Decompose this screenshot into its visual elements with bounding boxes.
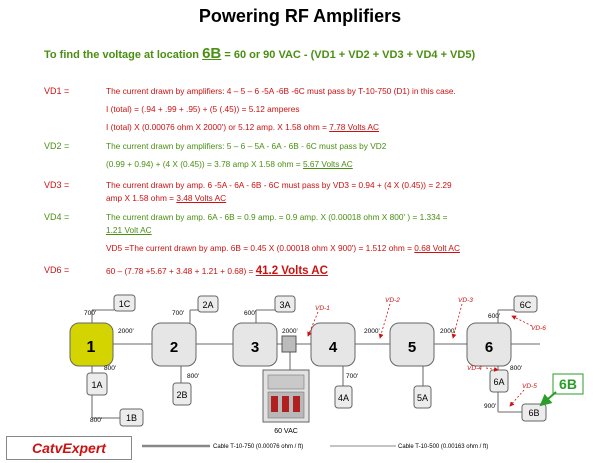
- amplifier-5: 5: [389, 322, 435, 367]
- vd-2-label: VD-2: [385, 297, 400, 304]
- callout-6b: 6B: [539, 373, 584, 407]
- amp-6-label: 6: [485, 339, 493, 356]
- amplifier-6: 6: [466, 322, 512, 367]
- distance-label: 800': [187, 373, 199, 380]
- vd4-result: 1.21 Volt AC: [106, 225, 152, 235]
- tap-1a: [86, 372, 108, 396]
- tap-4a: [334, 385, 353, 409]
- vd3-line1: The current drawn by amp. 6 -5A - 6A - 6…: [106, 180, 452, 190]
- subtitle-suffix: = 60 or 90 VAC - (VD1 + VD2 + VD3 + VD4 …: [224, 49, 476, 61]
- amplifier-4: 4: [310, 322, 356, 367]
- power-supply-label: 60 VAC: [274, 428, 298, 435]
- tap-1c-label: 1C: [119, 299, 131, 309]
- vd1-label: VD1 =: [44, 86, 70, 96]
- vd3-result: 3.48 Volts AC: [176, 193, 227, 203]
- distance-label: 700': [84, 310, 96, 317]
- amp-2-label: 2: [170, 339, 178, 356]
- catvexpert-logo: CatvExpert: [6, 436, 132, 460]
- distance-label: 600': [244, 310, 256, 317]
- vd3-line2-prefix: amp X 1.58 ohm =: [106, 193, 177, 203]
- logo-text: CatvExpert: [32, 440, 106, 456]
- vd5-result: 0.68 Volt AC: [414, 243, 460, 253]
- vd1-line3-prefix: I (total) X (0.00076 ohm X 2000') or 5.1…: [106, 122, 330, 132]
- amplifier-2: 2: [151, 322, 197, 367]
- vd1-line3: I (total) X (0.00076 ohm X 2000') or 5.1…: [106, 122, 379, 132]
- subtitle-location: 6B: [202, 45, 222, 62]
- amp-4-label: 4: [329, 339, 338, 356]
- vd-6-label: VD-6: [531, 325, 546, 332]
- tap-6b: [521, 403, 547, 422]
- vd2-line1: The current drawn by amplifiers: 5 – 6 –…: [106, 141, 387, 151]
- distance-label: 800': [90, 417, 102, 424]
- network-diagram: 1 2 3 4 5 6 1C 1A 1B 2A 2B 3A: [69, 294, 584, 450]
- vd6-label: VD6 =: [44, 265, 70, 275]
- page-title: Powering RF Amplifiers: [198, 6, 402, 26]
- tap-1a-label: 1A: [91, 380, 102, 390]
- vd-1-label: VD-1: [315, 305, 330, 312]
- tap-3a: [274, 295, 296, 313]
- tap-1c: [113, 294, 136, 312]
- vd-3-label: VD-3: [458, 297, 473, 304]
- vd3-label: VD3 =: [44, 180, 70, 190]
- tap-5a-label: 5A: [417, 393, 428, 403]
- tap-6c: [513, 295, 538, 313]
- distance-label: 900': [484, 403, 496, 410]
- tap-1b: [119, 408, 144, 427]
- vd6-line: 60 – (7.78 +5.67 + 3.48 + 1.21 + 0.68) =…: [106, 265, 328, 277]
- legend-cable-1: Cable T-10-750 (0.00076 ohm / ft): [213, 444, 303, 450]
- vd6-total-result: 41.2 Volts AC: [255, 265, 328, 277]
- amp-1-label: 1: [87, 339, 96, 356]
- amplifier-3: 3: [232, 322, 278, 367]
- power-inserter: [281, 335, 297, 353]
- distance-label: 800': [510, 365, 522, 372]
- distance-label: 2000': [282, 328, 298, 335]
- tap-3a-label: 3A: [279, 300, 290, 310]
- tap-2b: [172, 382, 192, 406]
- subtitle-prefix: To find the voltage at location: [44, 49, 200, 61]
- callout-6b-label: 6B: [559, 376, 577, 392]
- vd1-line2: I (total) = (.94 + .99 + .95) + (5 (.45)…: [106, 104, 300, 114]
- distance-label: 2000': [440, 328, 456, 335]
- distance-label: 2000': [364, 328, 380, 335]
- vd6-expr: 60 – (7.78 +5.67 + 3.48 + 1.21 + 0.68) =: [106, 266, 256, 276]
- tap-2a-label: 2A: [202, 300, 213, 310]
- vd1-line1: The current drawn by amplifiers: 4 – 5 –…: [106, 86, 456, 96]
- tap-2a: [197, 295, 219, 313]
- tap-5a: [413, 385, 432, 409]
- distance-label: 600': [488, 313, 500, 320]
- vd3-line2: amp X 1.58 ohm = 3.48 Volts AC: [106, 193, 226, 203]
- distance-label: 700': [172, 310, 184, 317]
- tap-1b-label: 1B: [126, 413, 137, 423]
- amp-3-label: 3: [251, 339, 259, 356]
- vd5-line: VD5 =The current drawn by amp. 6B = 0.45…: [106, 243, 460, 253]
- formula-subtitle: To find the voltage at location 6B = 60 …: [44, 45, 475, 62]
- legend-cable-2: Cable T-10-500 (0.00163 ohm / ft): [398, 444, 488, 450]
- distance-label: 700': [346, 373, 358, 380]
- tap-2b-label: 2B: [176, 390, 187, 400]
- vd-5-label: VD-5: [522, 383, 537, 390]
- vd4-line1: The current drawn by amp. 6A - 6B = 0.9 …: [106, 212, 448, 222]
- tap-6b-label: 6B: [528, 408, 539, 418]
- distance-label: 800': [104, 365, 116, 372]
- vd5-line-prefix: VD5 =The current drawn by amp. 6B = 0.45…: [106, 243, 415, 253]
- tap-6c-label: 6C: [520, 300, 532, 310]
- power-supply: 60 VAC: [262, 369, 310, 435]
- tap-6a: [489, 369, 509, 393]
- vd-4-label: VD-4: [467, 365, 482, 372]
- tap-4a-label: 4A: [338, 393, 349, 403]
- vd2-result: 5.67 Volts AC: [302, 159, 353, 169]
- amp-5-label: 5: [408, 339, 416, 356]
- tap-6a-label: 6A: [493, 377, 504, 387]
- vd2-line2: (0.99 + 0.94) + (4 X (0.45)) = 3.78 amp …: [106, 159, 353, 169]
- vd4-label: VD4 =: [44, 212, 70, 222]
- vd2-label: VD2 =: [44, 141, 70, 151]
- amplifier-1: 1: [69, 322, 114, 367]
- vd2-line2-prefix: (0.99 + 0.94) + (4 X (0.45)) = 3.78 amp …: [106, 159, 303, 169]
- distance-label: 2000': [118, 328, 134, 335]
- vd1-result: 7.78 Volts AC: [329, 122, 380, 132]
